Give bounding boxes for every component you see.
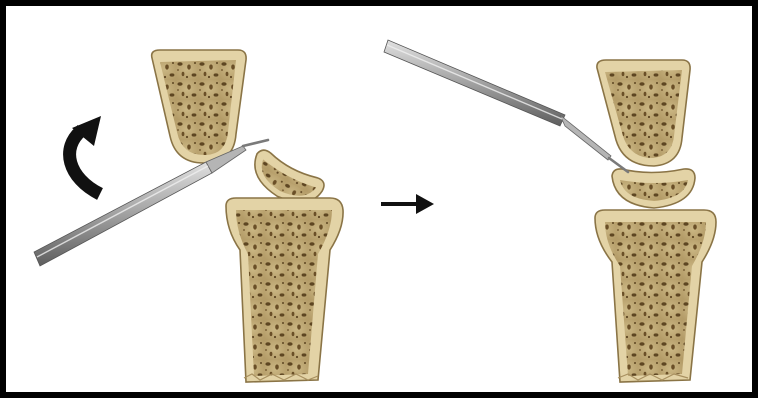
upper-bone xyxy=(597,60,690,166)
curved-rotation-arrow-icon xyxy=(70,116,101,194)
panel-after xyxy=(384,40,716,382)
lower-bone xyxy=(595,210,716,382)
panel-before xyxy=(34,50,343,382)
upper-bone xyxy=(152,50,246,163)
lower-bone xyxy=(226,198,343,382)
right-arrow-icon xyxy=(381,194,434,214)
reduced-fragment xyxy=(612,169,695,208)
elevator-instrument-icon xyxy=(384,40,628,172)
